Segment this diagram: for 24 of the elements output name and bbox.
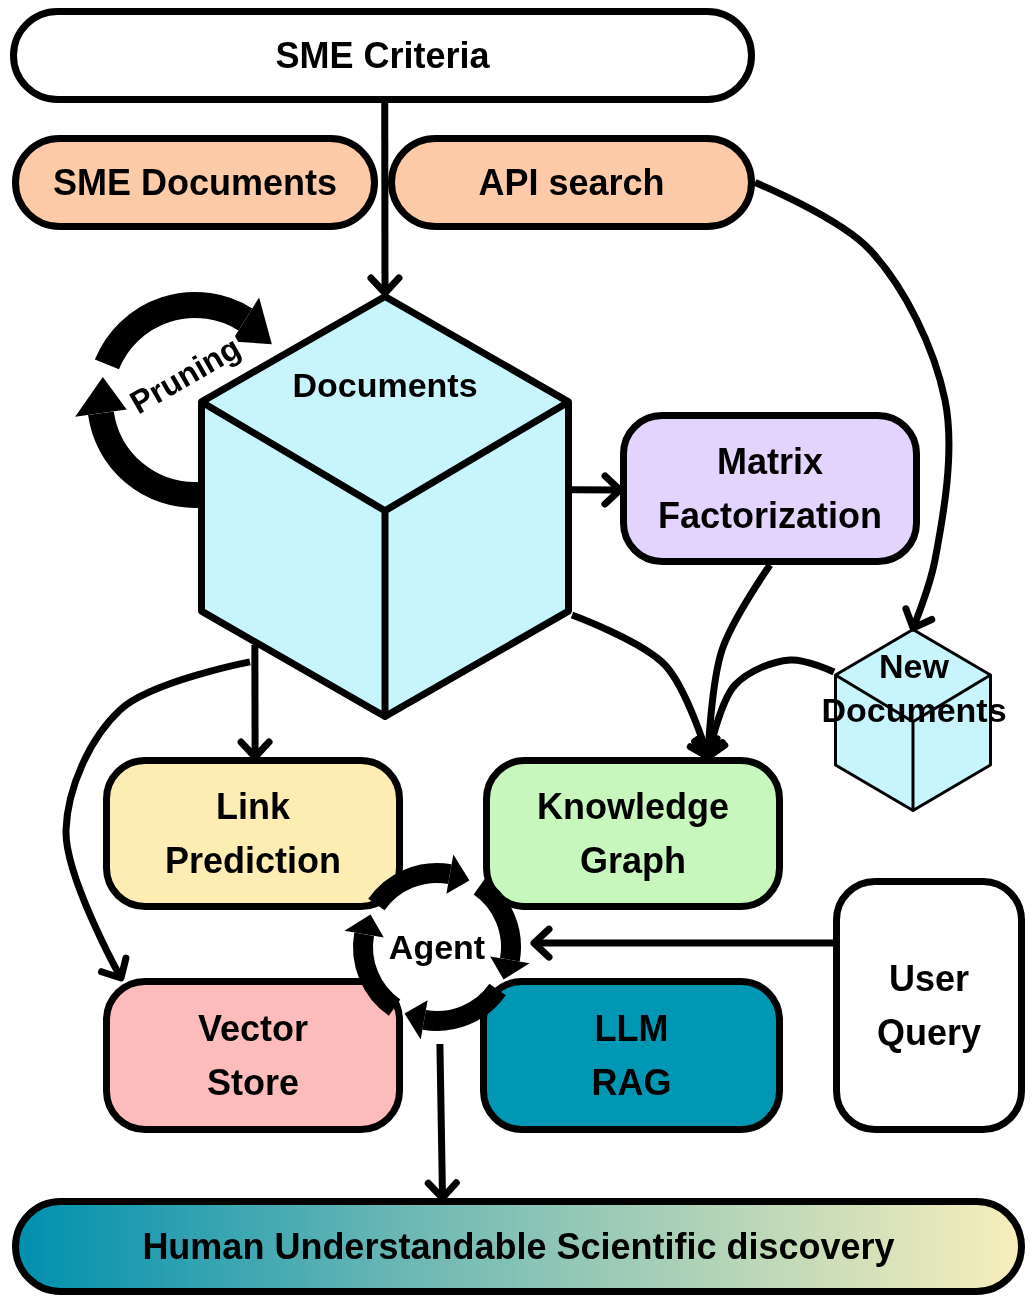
node-label: Vector Store xyxy=(196,1006,310,1105)
arrow xyxy=(753,179,953,632)
pill-box xyxy=(388,135,755,230)
arrow xyxy=(367,103,403,297)
node-label: SME Criteria xyxy=(275,33,490,78)
arrow xyxy=(62,658,251,982)
process-box xyxy=(483,757,783,910)
node-label: Link Prediction xyxy=(164,784,342,883)
process-box xyxy=(480,978,783,1133)
node-label: Knowledge Graph xyxy=(536,784,730,883)
process-box xyxy=(620,412,920,565)
node-label: Matrix Factorization xyxy=(657,439,883,538)
node-label: LLM RAG xyxy=(590,1006,673,1105)
node-label: Agent xyxy=(388,926,486,968)
process-box xyxy=(103,757,403,910)
pill-box xyxy=(12,135,378,230)
node-label: API search xyxy=(478,160,665,205)
node-label: Documents xyxy=(292,365,478,406)
arrow xyxy=(530,925,833,961)
node-label: SME Documents xyxy=(52,160,337,205)
process-box xyxy=(833,878,1025,1133)
node-label: User Query xyxy=(875,956,982,1055)
process-box xyxy=(103,978,403,1133)
node-label: Human Understandable Scientific discovery xyxy=(142,1224,895,1269)
